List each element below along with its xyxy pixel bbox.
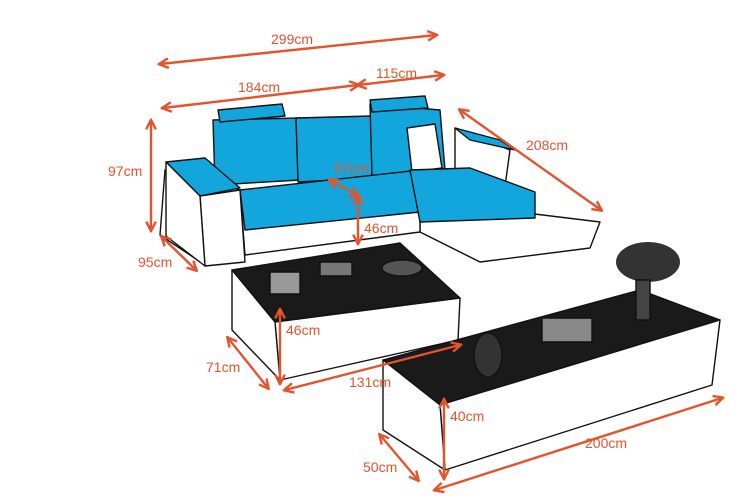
left-backrest <box>212 117 301 186</box>
label-seat-depth: 57cm <box>334 160 368 176</box>
label-coffee-table-height: 46cm <box>286 322 320 338</box>
label-tv-stand-depth: 50cm <box>363 459 397 475</box>
plant-vase <box>635 279 651 321</box>
left-arm-side <box>199 189 246 267</box>
decor-plant <box>616 242 680 282</box>
label-tv-stand-width: 200cm <box>585 435 627 451</box>
label-sofa-depth: 95cm <box>138 254 172 270</box>
right-headrest <box>369 95 429 113</box>
decor-tray <box>319 261 353 277</box>
label-sofa-chaise-width: 115cm <box>376 65 417 81</box>
label-seat-height: 46cm <box>364 220 398 236</box>
label-sofa-total-width: 299cm <box>271 31 313 47</box>
decor-vase <box>473 332 503 378</box>
label-sofa-height: 97cm <box>108 163 142 179</box>
decor-vases <box>269 271 301 295</box>
label-tv-stand-height: 40cm <box>450 408 484 424</box>
sectional-sofa <box>159 95 601 267</box>
decor-bowl <box>381 259 423 277</box>
decor-books <box>541 317 593 343</box>
throw-pillow <box>406 123 443 173</box>
chaise-seat <box>409 167 536 223</box>
dimension-arrows <box>151 35 722 490</box>
label-sofa-main-width: 184cm <box>238 79 280 95</box>
label-coffee-table-width: 131cm <box>349 374 391 390</box>
label-sofa-chaise-length: 208cm <box>526 137 568 153</box>
label-coffee-table-depth: 71cm <box>206 359 240 375</box>
